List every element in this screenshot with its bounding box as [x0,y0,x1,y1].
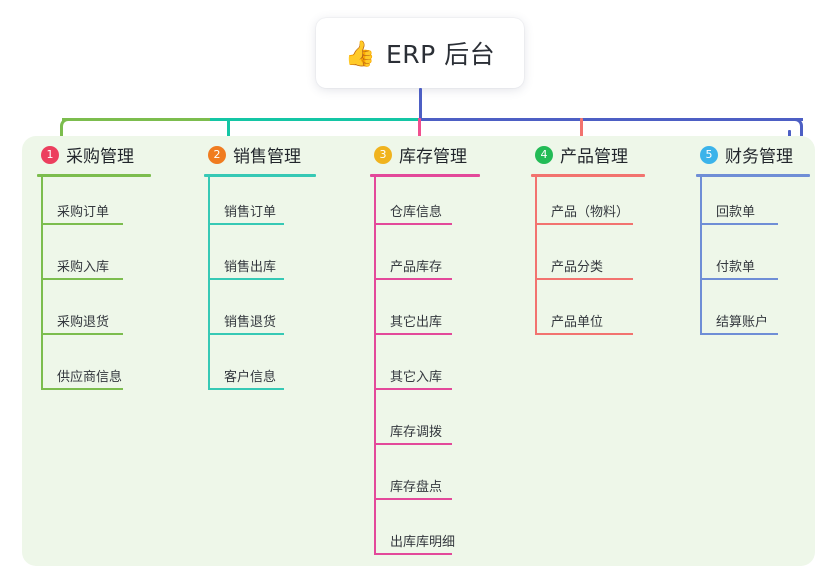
branch-header-采购管理[interactable]: 1 采购管理 [41,142,134,167]
branch-header-销售管理[interactable]: 2 销售管理 [208,142,301,167]
leaf-label: 库存盘点 [390,480,443,495]
branch-title: 产品管理 [560,147,628,167]
root-stem [419,88,422,121]
bus-segment-blue [418,118,803,121]
leaf-rule [208,278,284,280]
leaf-rule [700,223,778,225]
branch-title: 库存管理 [399,147,467,167]
leaf-rule [208,388,284,390]
leaf-label: 仓库信息 [390,205,443,220]
branch-spine [208,176,210,389]
leaf-label: 销售出库 [224,260,277,275]
bus-segment-teal [210,118,420,121]
leaf-rule [374,278,452,280]
thumbs-up-icon: 👍 [344,38,376,68]
leaf-rule [700,333,778,335]
leaf-label: 产品单位 [551,315,604,330]
leaf-label: 销售订单 [224,205,277,220]
leaf-label: 销售退货 [224,315,277,330]
leaf-label: 供应商信息 [57,370,123,385]
branches-panel: 1 采购管理采购订单采购入库采购退货供应商信息 2 销售管理销售订单销售出库销售退货客… [22,136,815,566]
leaf-label: 其它出库 [390,315,443,330]
branch-title: 财务管理 [725,147,793,167]
root-node-erp-backend[interactable]: 👍 ERP 后台 [316,18,524,88]
leaf-label: 库存调拨 [390,425,443,440]
branch-title-rule [531,174,645,177]
bus-segment-green [62,118,212,121]
leaf-label: 采购订单 [57,205,110,220]
branch-spine [41,176,43,389]
bus-cap-right [789,118,803,136]
branch-index-badge: 5 [700,145,718,164]
leaf-label: 产品（物料） [551,205,630,220]
branch-title-rule [204,174,316,177]
branch-title: 销售管理 [233,147,301,167]
root-node-title: ERP 后台 [385,40,496,69]
leaf-label: 其它入库 [390,370,443,385]
branch-title-rule [37,174,151,177]
branch-spine [535,176,537,334]
branch-title: 采购管理 [66,147,134,167]
leaf-rule [535,333,633,335]
bus-cap-left [60,118,74,136]
branch-index-badge: 4 [535,145,553,164]
leaf-rule [208,223,284,225]
branch-header-产品管理[interactable]: 4 产品管理 [535,142,628,167]
branch-title-rule [696,174,810,177]
branch-index-badge: 3 [374,145,392,164]
leaf-rule [374,223,452,225]
branch-spine [700,176,702,334]
leaf-rule [374,388,452,390]
branch-header-库存管理[interactable]: 3 库存管理 [374,142,467,167]
leaf-rule [41,333,123,335]
branch-header-财务管理[interactable]: 5 财务管理 [700,142,793,167]
leaf-rule [374,443,452,445]
leaf-label: 采购入库 [57,260,110,275]
branch-stem-库存管理 [418,118,421,140]
branch-stem-产品管理 [580,118,583,140]
branch-title-rule [370,174,480,177]
leaf-label: 客户信息 [224,370,277,385]
leaf-rule [535,278,633,280]
leaf-label: 产品分类 [551,260,604,275]
leaf-rule [700,278,778,280]
leaf-rule [41,278,123,280]
branch-index-badge: 1 [41,145,59,164]
branch-stem-销售管理 [227,118,230,140]
branch-spine [374,176,376,554]
leaf-label: 出库库明细 [390,535,456,550]
leaf-rule [208,333,284,335]
leaf-label: 采购退货 [57,315,110,330]
leaf-label: 结算账户 [716,315,769,330]
leaf-label: 产品库存 [390,260,443,275]
leaf-rule [374,553,452,555]
leaf-label: 付款单 [716,260,756,275]
branch-index-badge: 2 [208,145,226,164]
leaf-rule [374,333,452,335]
leaf-label: 回款单 [716,205,756,220]
leaf-rule [41,388,123,390]
leaf-rule [41,223,123,225]
leaf-rule [535,223,633,225]
leaf-rule [374,498,452,500]
